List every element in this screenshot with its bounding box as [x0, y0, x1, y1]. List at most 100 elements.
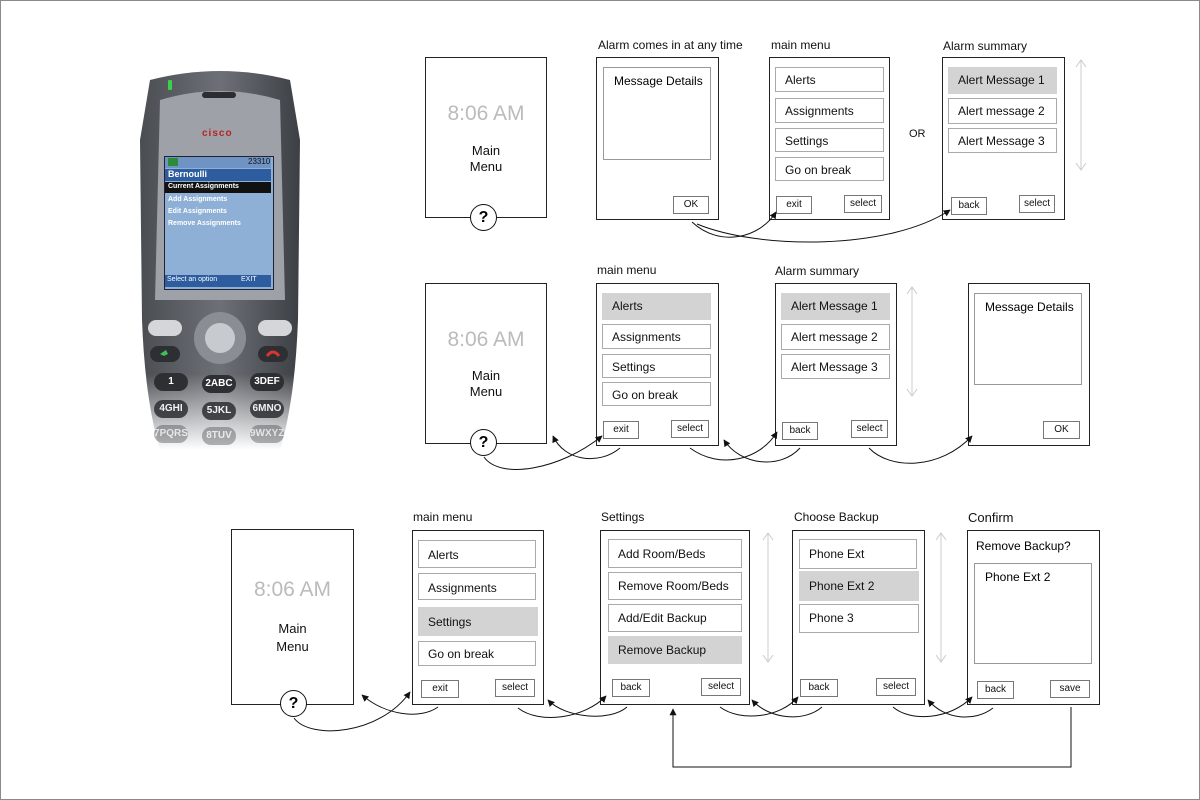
- message-details-box: Message Details: [974, 293, 1082, 385]
- arrow-back-to-menu: [547, 699, 628, 717]
- phone-footer-left: Select an option: [167, 276, 218, 283]
- phone-key-2: 2ABC: [202, 375, 236, 393]
- arrow-exit-to-idle: [361, 694, 439, 715]
- phone-menu-item: Add Assignments: [168, 196, 228, 203]
- phone-key-7: 7PQRS: [154, 425, 188, 443]
- menu-item-settings[interactable]: Settings: [775, 128, 884, 152]
- menu-item-go-on-break[interactable]: Go on break: [418, 641, 536, 666]
- menu-item-alerts[interactable]: Alerts: [775, 67, 884, 92]
- menu-item-settings[interactable]: Settings: [602, 354, 711, 378]
- confirm-screen: Remove Backup? Phone Ext 2 back save: [967, 530, 1100, 705]
- phone-footer-right: EXIT: [241, 276, 257, 283]
- scroll-indicators: [762, 59, 1087, 663]
- phone-key-1: 1: [154, 373, 188, 391]
- backup-item-1[interactable]: Phone Ext: [799, 539, 917, 569]
- main-menu-screen-row2: Alerts Assignments Settings Go on break …: [596, 283, 719, 446]
- menu-item-assignments[interactable]: Assignments: [418, 573, 536, 600]
- menu-item-settings[interactable]: Settings: [418, 607, 538, 636]
- arrow-help-to-menu: [293, 691, 411, 732]
- select-button[interactable]: select: [851, 420, 888, 438]
- summary-item-1[interactable]: Alert Message 1: [781, 293, 890, 320]
- idle-time: 8:06 AM: [447, 102, 525, 125]
- exit-button[interactable]: exit: [776, 196, 812, 214]
- phone-key-6: 6MNO: [250, 400, 284, 418]
- arrow-select-to-settings: [517, 695, 607, 718]
- idle-time: 8:06 AM: [253, 578, 332, 601]
- phone-menu-item: Current Assignments: [168, 183, 239, 190]
- help-icon[interactable]: ?: [470, 204, 497, 231]
- menu-item-alerts[interactable]: Alerts: [418, 540, 536, 568]
- idle-label-main: Main: [278, 621, 307, 636]
- arrow-alarm-to-summary: [696, 209, 951, 243]
- back-button[interactable]: back: [800, 679, 838, 697]
- summary-item-1[interactable]: Alert Message 1: [948, 67, 1057, 94]
- settings-item-remove-room-beds[interactable]: Remove Room/Beds: [608, 572, 742, 600]
- settings-item-add-room-beds[interactable]: Add Room/Beds: [608, 539, 742, 568]
- arrow-save-to-settings: [669, 707, 1072, 768]
- idle-label-menu: Menu: [469, 384, 503, 399]
- main-menu-screen-row3: Alerts Assignments Settings Go on break …: [412, 530, 544, 705]
- phone-key-3: 3DEF: [250, 373, 284, 391]
- screen-title: Confirm: [968, 510, 1014, 525]
- menu-item-go-on-break[interactable]: Go on break: [775, 157, 884, 181]
- idle-label-menu: Menu: [469, 159, 503, 174]
- main-menu-screen-row1: Alerts Assignments Settings Go on break …: [769, 57, 890, 220]
- select-button[interactable]: select: [876, 678, 916, 696]
- summary-item-3[interactable]: Alert Message 3: [781, 354, 890, 379]
- phone-status-number: 23310: [248, 157, 271, 166]
- phone-key-4: 4GHI: [154, 400, 188, 418]
- back-button[interactable]: back: [977, 681, 1014, 699]
- phone-menu-item: Remove Assignments: [168, 220, 241, 227]
- phone-key-8: 8TUV: [202, 427, 236, 445]
- phone-key-5: 5JKL: [202, 402, 236, 420]
- exit-button[interactable]: exit: [603, 421, 639, 439]
- select-button[interactable]: select: [1019, 195, 1055, 213]
- ok-button[interactable]: OK: [1043, 421, 1080, 439]
- idle-time: 8:06 AM: [447, 328, 525, 351]
- message-details-screen: Message Details OK: [968, 283, 1090, 446]
- arrow-back-to-settings: [751, 699, 823, 718]
- phone-menu-item: Edit Assignments: [168, 208, 227, 215]
- settings-item-remove-backup[interactable]: Remove Backup: [608, 636, 742, 664]
- settings-item-add-edit-backup[interactable]: Add/Edit Backup: [608, 604, 742, 632]
- idle-label-menu: Menu: [276, 639, 309, 654]
- screen-title: Choose Backup: [794, 510, 879, 524]
- phone-key-9: 9WXYZ: [250, 425, 284, 443]
- backup-item-2[interactable]: Phone Ext 2: [799, 571, 919, 601]
- screen-title: main menu: [771, 38, 831, 52]
- select-button[interactable]: select: [701, 678, 741, 696]
- summary-item-2[interactable]: Alert message 2: [781, 324, 890, 350]
- confirm-value-box: Phone Ext 2: [974, 563, 1092, 664]
- or-label: OR: [909, 128, 926, 140]
- menu-item-assignments[interactable]: Assignments: [775, 98, 884, 123]
- arrow-select-to-backup: [719, 696, 799, 717]
- idle-label-main: Main: [471, 368, 501, 383]
- menu-item-go-on-break[interactable]: Go on break: [602, 382, 711, 406]
- screen-title: Alarm comes in at any time: [598, 38, 743, 52]
- menu-item-assignments[interactable]: Assignments: [602, 324, 711, 349]
- settings-screen: Add Room/Beds Remove Room/Beds Add/Edit …: [600, 530, 750, 705]
- menu-item-alerts[interactable]: Alerts: [602, 293, 711, 320]
- alarm-summary-screen-row1: Alert Message 1 Alert message 2 Alert Me…: [942, 57, 1065, 220]
- summary-item-2[interactable]: Alert message 2: [948, 98, 1057, 124]
- screen-title: main menu: [597, 263, 657, 277]
- back-button[interactable]: back: [612, 679, 650, 697]
- back-button[interactable]: back: [951, 197, 987, 215]
- confirm-question: Remove Backup?: [976, 539, 1071, 553]
- arrow-select-to-confirm: [892, 696, 973, 718]
- select-button[interactable]: select: [844, 195, 882, 213]
- idle-screen-row2: 8:06 AM Main Menu: [425, 283, 547, 444]
- select-button[interactable]: select: [671, 420, 709, 438]
- back-button[interactable]: back: [782, 422, 818, 440]
- summary-item-3[interactable]: Alert Message 3: [948, 128, 1057, 153]
- ok-button[interactable]: OK: [673, 196, 709, 214]
- help-icon[interactable]: ?: [280, 690, 307, 717]
- cisco-phone-image: 23310 Bernoulli Current Assignments Add …: [130, 70, 310, 450]
- save-button[interactable]: save: [1050, 680, 1090, 698]
- backup-item-3[interactable]: Phone 3: [799, 604, 919, 633]
- arrow-back-to-menu: [723, 439, 801, 463]
- help-icon[interactable]: ?: [470, 429, 497, 456]
- select-button[interactable]: select: [495, 679, 535, 697]
- exit-button[interactable]: exit: [421, 680, 459, 698]
